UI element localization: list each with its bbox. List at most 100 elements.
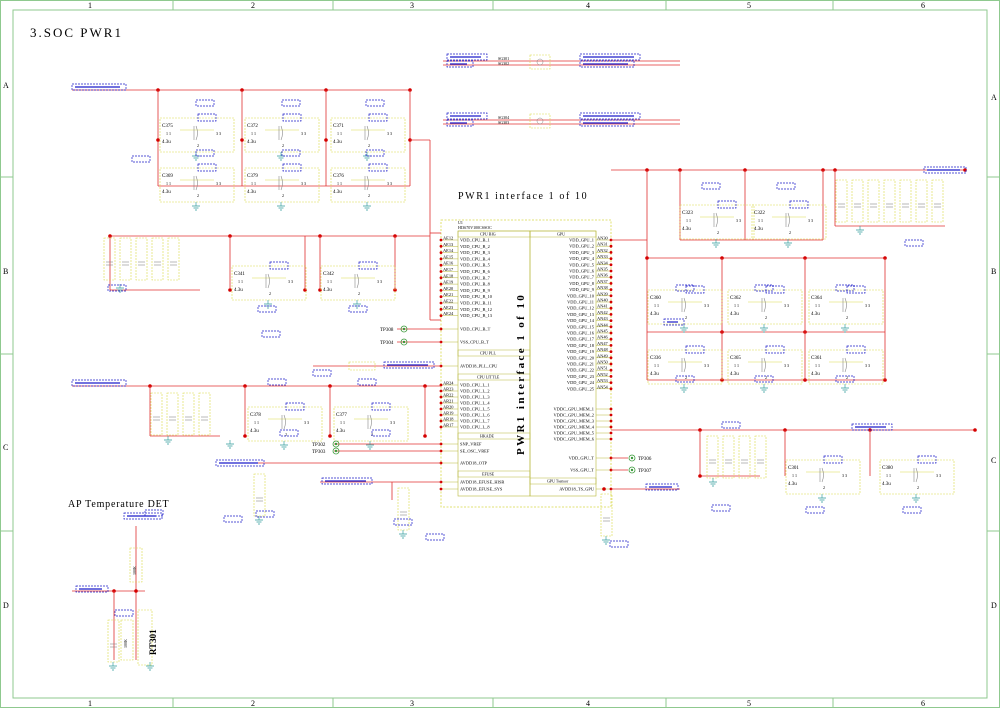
chip-pin-dot — [609, 306, 613, 310]
net-label-box — [144, 509, 164, 517]
junction-dot — [243, 434, 247, 438]
net-label-box — [425, 533, 445, 541]
test-point-label: TP306 — [638, 457, 652, 462]
capacitor-plate — [787, 212, 790, 228]
chip-pin-name: VDD_GPU_2 — [569, 244, 594, 249]
col-label-bottom: 2 — [251, 699, 255, 708]
chip-pin-number: AR17 — [443, 423, 454, 428]
col-label-bottom: 6 — [921, 699, 925, 708]
row-label-left: D — [3, 601, 9, 610]
chip-vertical-title: PWR1 interface 1 of 10 — [515, 293, 527, 455]
chip-pin-dot — [609, 269, 613, 273]
capacitor-value: 4.3u — [811, 312, 820, 317]
net-label — [321, 477, 373, 485]
test-point-center — [402, 327, 406, 331]
chip-pin-number: AN45 — [597, 329, 609, 334]
small-capacitor-box — [883, 179, 896, 223]
capacitor-value: 4.3u — [650, 372, 659, 377]
net-label — [579, 112, 641, 120]
pin-number: 1 1 — [815, 363, 820, 368]
chip-pin-number: AN33 — [597, 254, 609, 259]
pin-number: 3 3 — [387, 131, 392, 136]
net-label-box — [721, 421, 741, 429]
chip-pin-dot — [439, 395, 443, 399]
capacitor-value: 4.3u — [162, 190, 171, 195]
chip-pin-number: AR19 — [443, 411, 454, 416]
col-label-top: 4 — [586, 1, 590, 10]
chip-pin-name: VDDC_GPU_MEM_4 — [554, 425, 595, 430]
capacitor-ref: C342 — [323, 272, 334, 277]
pin-number: 2 — [358, 291, 360, 296]
capacitor-tag — [823, 455, 843, 464]
chip-pin-number: AN50 — [597, 360, 609, 365]
capacitor-ref: C323 — [682, 211, 693, 216]
pin-number: 1 1 — [337, 131, 342, 136]
chip-pin-number: AN41 — [597, 304, 608, 309]
capacitor-box — [785, 459, 861, 495]
net-label-box — [835, 375, 855, 383]
capacitor-ref: C380 — [882, 466, 893, 471]
chip-pin-name: VDD_CPU_L_4 — [460, 401, 490, 406]
chip-pin-dot — [609, 325, 613, 329]
chip-pin-dot — [609, 381, 613, 384]
pin-number: 3 3 — [936, 473, 941, 478]
junction-dot — [973, 428, 977, 432]
chip-pin-name: VDD_GPU_9 — [569, 287, 595, 292]
capacitor-value: 4.3u — [247, 140, 256, 145]
chip-pin-dot — [609, 288, 613, 291]
capacitor-tag — [358, 261, 378, 270]
capacitor-box — [647, 349, 723, 385]
chip-pin-dot — [439, 425, 443, 429]
chip-pin-dot — [439, 238, 443, 242]
chip-pin-dot — [439, 419, 443, 423]
capacitor-value: 4.3u — [336, 429, 345, 434]
sheet-inner-frame — [12, 9, 988, 699]
chip-pin-dot — [609, 319, 613, 322]
pin-number: 3 3 — [304, 420, 309, 425]
pin-number: 3 3 — [377, 279, 382, 284]
capacitor-ref: C378 — [250, 413, 261, 418]
net-label — [71, 83, 127, 91]
chip-pin-dot — [609, 362, 613, 366]
capacitor-value: 4.3u — [682, 227, 691, 232]
pin-number: 1 1 — [654, 303, 659, 308]
chip-pin-dot — [439, 276, 443, 280]
chip-pin-dot — [439, 257, 443, 261]
net-label-box — [195, 99, 215, 107]
chip-pin-number: AN47 — [597, 341, 609, 346]
chip-pin-number: AN42 — [597, 310, 608, 315]
pin-number: 3 3 — [704, 303, 709, 308]
capacitor-plate — [763, 357, 766, 373]
small-capacitor-box — [931, 179, 944, 223]
group-box — [457, 373, 531, 381]
chip-pin-name: VDD_GPU_5 — [569, 262, 595, 267]
small-capacitor-box — [754, 435, 767, 479]
small-capacitor-box — [722, 435, 735, 479]
col-label-top: 3 — [410, 1, 414, 10]
chip-pin-dot — [609, 350, 613, 353]
chip-pin-dot — [439, 301, 443, 305]
chip-pin-number: AE24 — [443, 311, 454, 316]
capacitor-value: 4.3u — [754, 227, 763, 232]
capacitor-tag — [282, 163, 302, 172]
chip-pin-name: VDD_GPU_16 — [567, 331, 595, 336]
chip-pin-dot — [439, 407, 443, 411]
chip-pin-name: VDD_GPU_12 — [567, 306, 594, 311]
chip-pin-dot — [609, 407, 613, 411]
capacitor-box — [320, 265, 396, 301]
capacitor-plate — [715, 212, 718, 228]
capacitor-value: 4.3u — [730, 372, 739, 377]
chip-pin-name: VDDC_GPU_MEM_5 — [554, 431, 595, 436]
sg-box — [529, 113, 551, 129]
chip-pin-number: AN35 — [597, 267, 609, 272]
pin-number: 1 1 — [251, 181, 256, 186]
pin-number: 3 3 — [736, 218, 741, 223]
test-point-center — [334, 442, 338, 446]
small-capacitor-box — [851, 179, 864, 223]
capacitor-plate — [683, 297, 686, 313]
chip-pin-dot — [609, 331, 613, 335]
capacitor-tag — [789, 200, 809, 209]
group-label: CPU LITTLE — [477, 375, 500, 380]
pin-number: 2 — [765, 315, 767, 320]
chip-pin-name: VDD_GPU_6 — [569, 269, 595, 274]
